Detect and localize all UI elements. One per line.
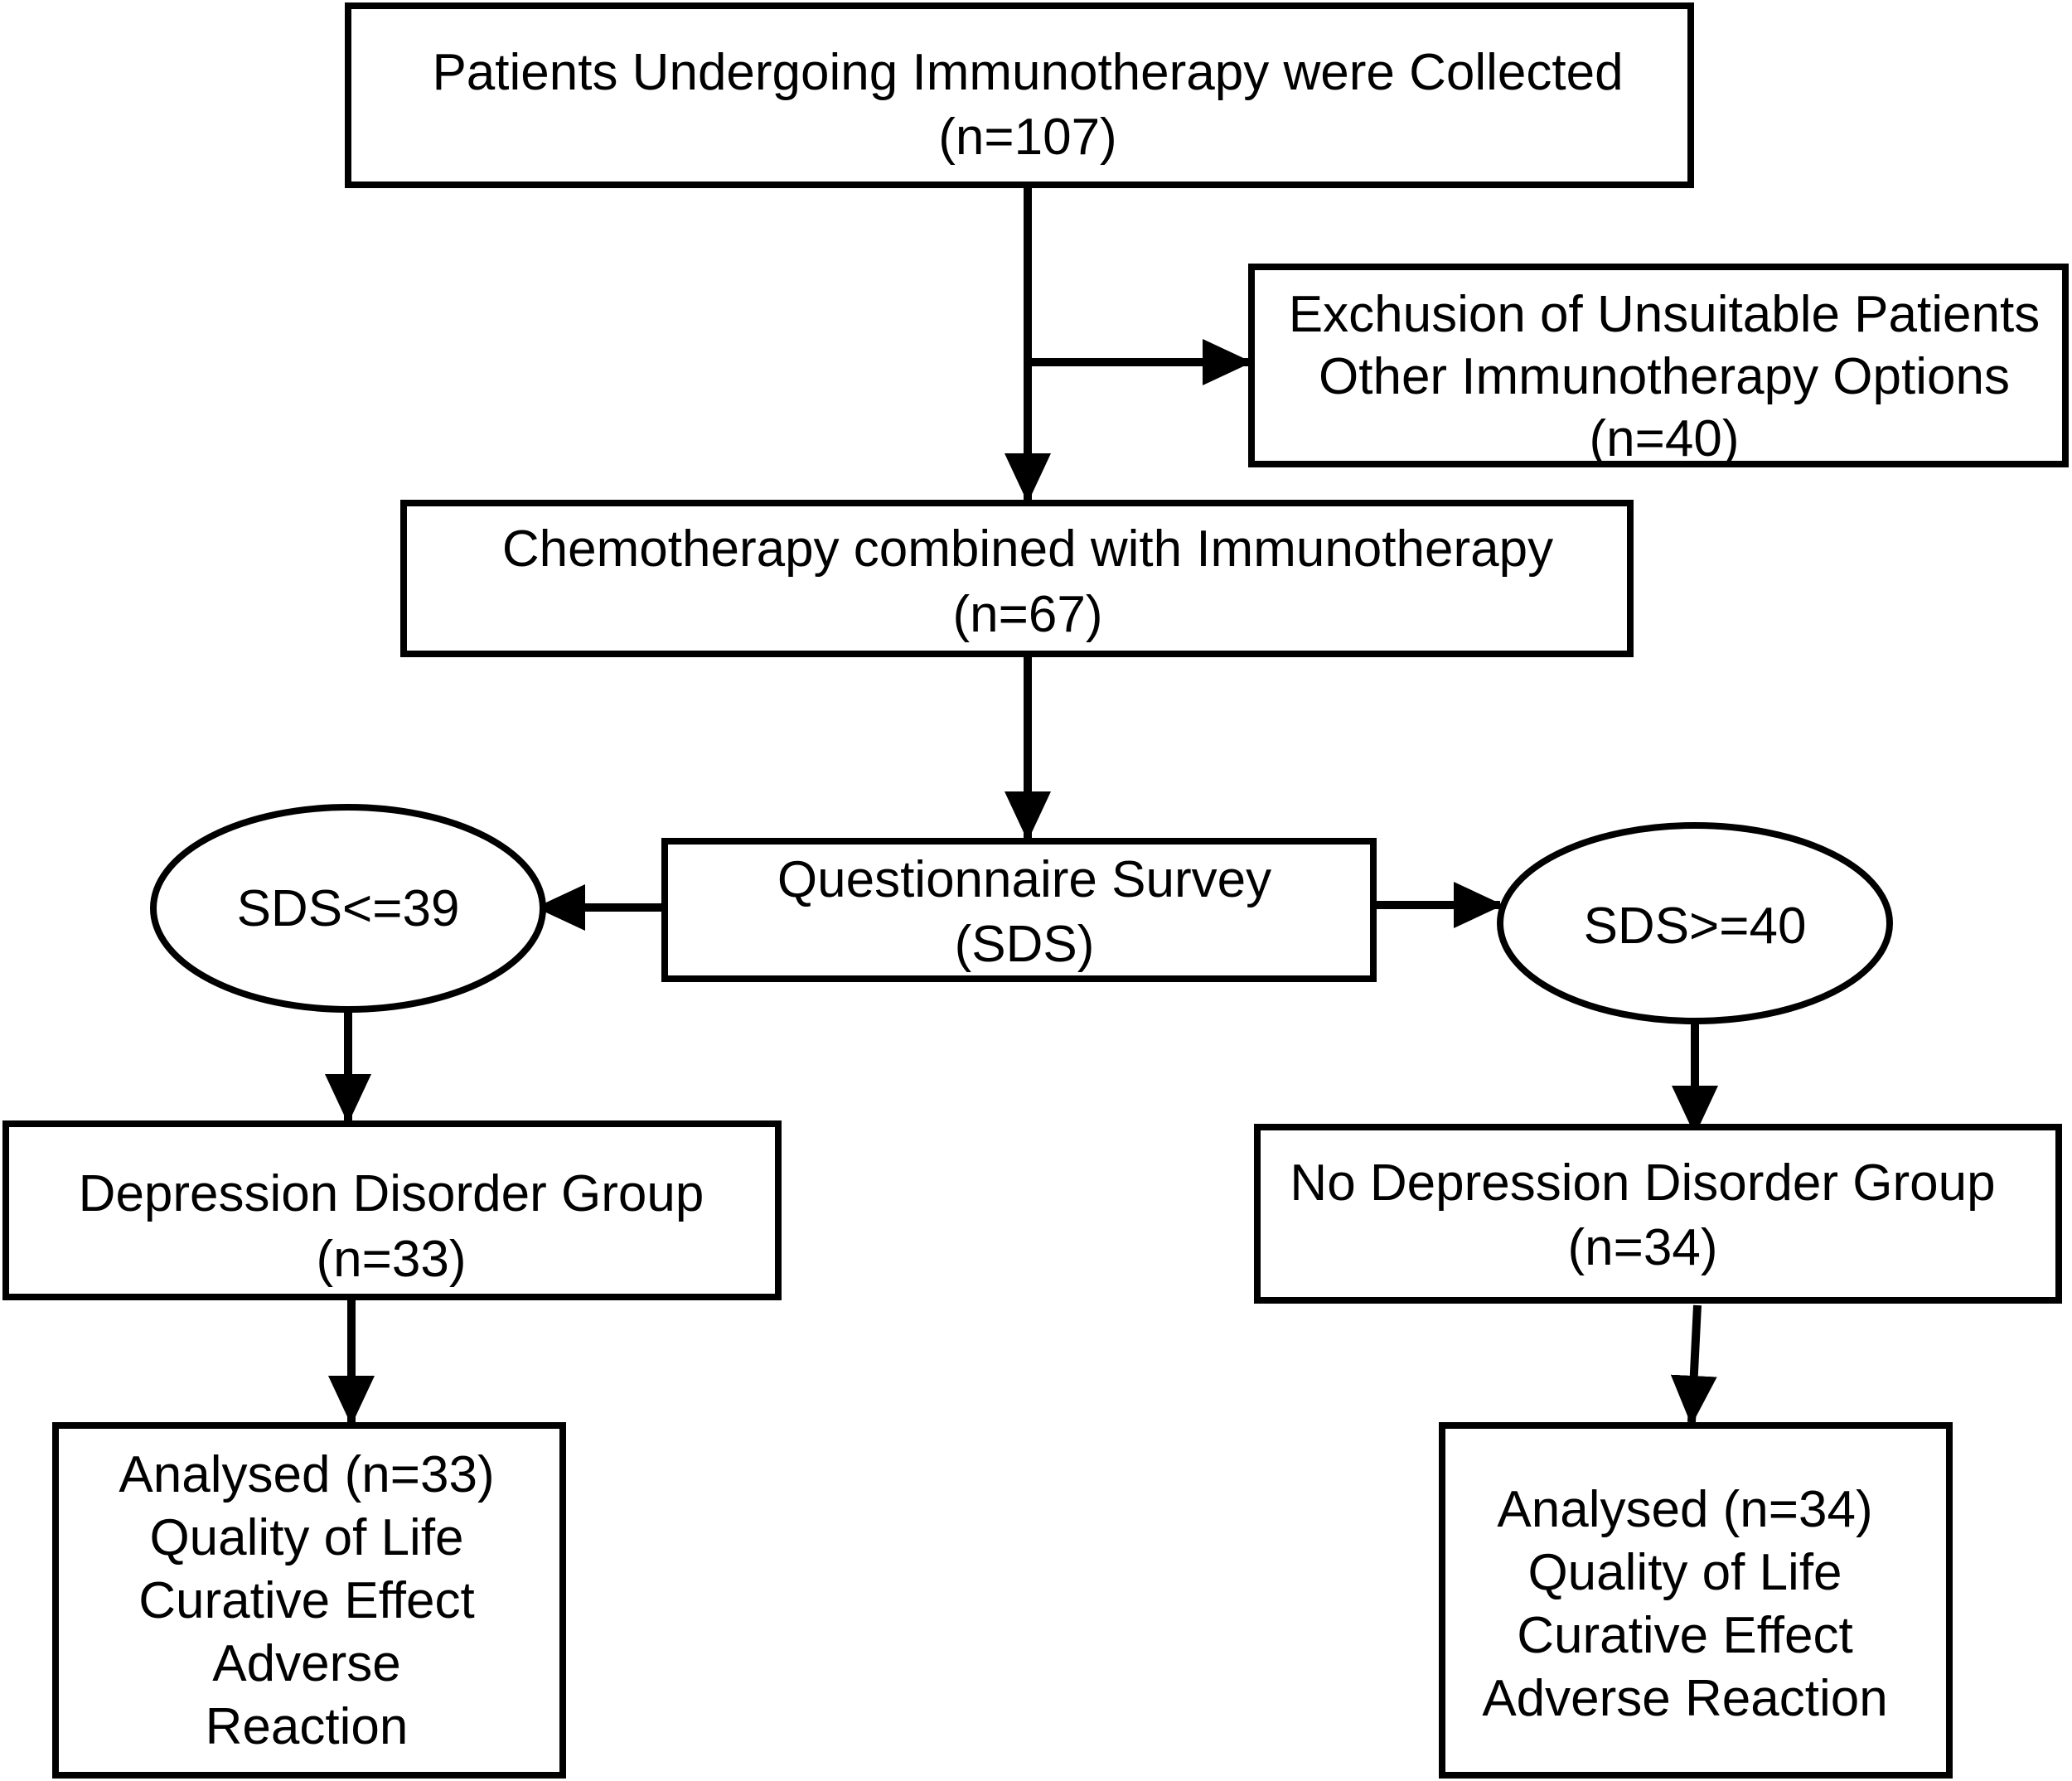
analysed-left-line-2: Quality of Life: [149, 1509, 463, 1566]
exclusion-text: Exchusion of Unsuitable Patients Other I…: [1289, 286, 2040, 467]
collected-line-1: Patients Undergoing Immunotherapy were C…: [432, 44, 1623, 101]
depression-group-line-2: (n=33): [317, 1231, 467, 1288]
no-depression-group-line-1: No Depression Disorder Group: [1290, 1154, 1995, 1212]
exclusion-line-1: Exchusion of Unsuitable Patients: [1289, 286, 2040, 343]
analysed-left-line-1: Analysed (n=33): [119, 1446, 494, 1503]
chemo-box: [400, 500, 1634, 657]
analysed-right-text: Analysed (n=34) Quality of Life Curative…: [1482, 1481, 1887, 1727]
sds-high-ellipse: [1497, 822, 1893, 1024]
sds-low-ellipse: [150, 804, 546, 1013]
analysed-left-line-4: Adverse: [212, 1635, 400, 1692]
sds-low-text: SDS<=39: [237, 880, 460, 937]
analysed-left-text: Analysed (n=33) Quality of Life Curative…: [119, 1446, 494, 1755]
analysed-right-line-1: Analysed (n=34): [1497, 1481, 1872, 1538]
analysed-right-line-3: Curative Effect: [1517, 1607, 1852, 1664]
collected-line-2: (n=107): [938, 109, 1116, 166]
connectors: [325, 186, 1718, 1425]
analysed-left-box: [52, 1422, 566, 1779]
questionnaire-line-2: (SDS): [955, 916, 1095, 973]
chemo-line-1: Chemotherapy combined with Immunotherapy: [502, 520, 1553, 578]
depression-group-text: Depression Disorder Group (n=33): [79, 1165, 704, 1288]
no-depression-group-text: No Depression Disorder Group (n=34): [1290, 1154, 1995, 1276]
no-depression-group-line-2: (n=34): [1568, 1219, 1718, 1276]
analysed-left-line-5: Reaction: [206, 1698, 409, 1755]
questionnaire-box: [661, 838, 1377, 982]
collected-text: Patients Undergoing Immunotherapy were C…: [432, 44, 1623, 166]
chemo-line-2: (n=67): [953, 586, 1103, 643]
analysed-right-line-2: Quality of Life: [1527, 1544, 1842, 1601]
analysed-right-box: [1439, 1422, 1953, 1779]
questionnaire-line-1: Questionnaire Survey: [777, 851, 1271, 908]
depression-group-box: [2, 1120, 782, 1300]
sds-high-text: SDS>=40: [1584, 898, 1807, 955]
questionnaire-text: Questionnaire Survey (SDS): [777, 851, 1271, 973]
sds-high-label: SDS>=40: [1584, 898, 1807, 955]
collected-box: [345, 2, 1694, 188]
analysed-left-line-3: Curative Effect: [138, 1572, 474, 1629]
arrow-no-depression-to-analysed-right: [1670, 1304, 1717, 1425]
chemo-text: Chemotherapy combined with Immunotherapy…: [502, 520, 1553, 643]
exclusion-line-3: (n=40): [1590, 410, 1740, 467]
exclusion-line-2: Other Immunotherapy Options: [1319, 348, 2010, 405]
no-depression-group-box: [1254, 1124, 2062, 1304]
analysed-right-line-4: Adverse Reaction: [1482, 1670, 1887, 1727]
exclusion-box: [1248, 264, 2069, 467]
depression-group-line-1: Depression Disorder Group: [79, 1165, 704, 1222]
sds-low-label: SDS<=39: [237, 880, 460, 937]
